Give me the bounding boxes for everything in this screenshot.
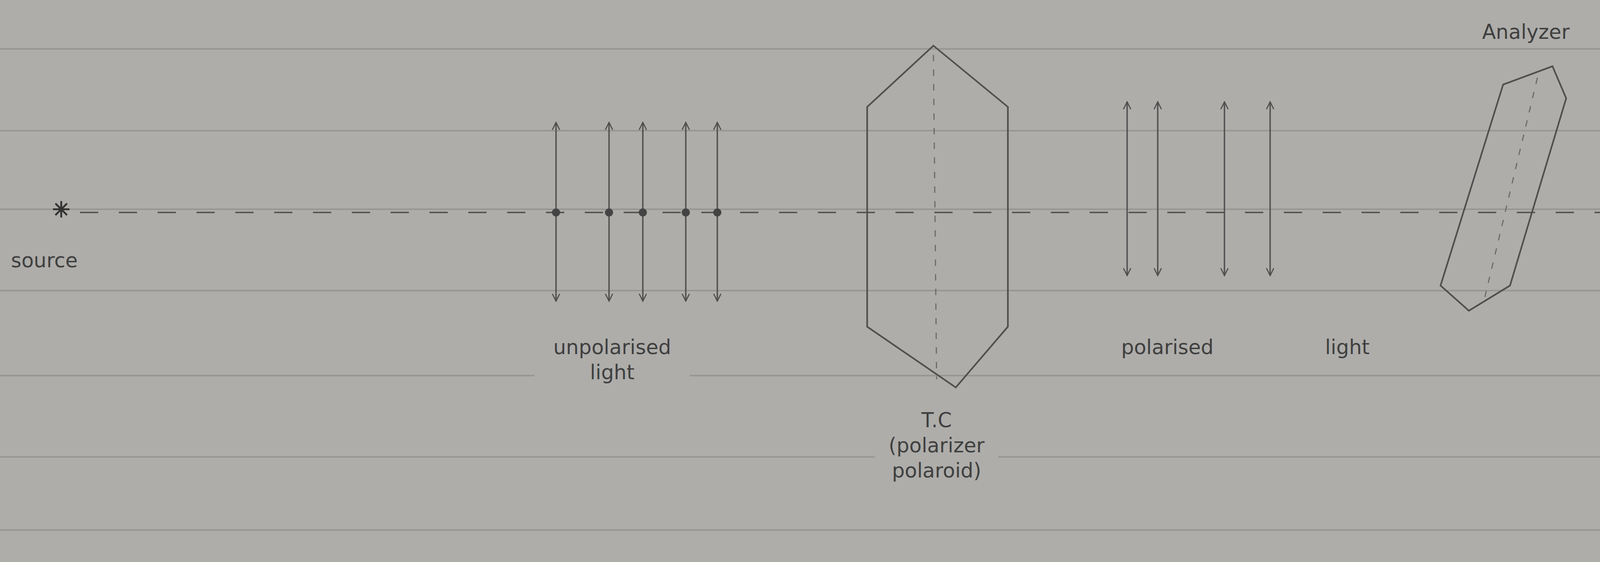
polarizer-node: T.C (polarizer polaroid) — [858, 41, 1015, 489]
vibration-dot — [551, 208, 561, 217]
vibration-dot — [638, 208, 647, 217]
ruled-line — [0, 529, 1600, 531]
light-label: unpolarised light — [534, 333, 690, 386]
source-label: source — [9, 246, 80, 274]
ruled-line — [0, 290, 1600, 292]
vibration-dot — [713, 208, 722, 217]
vibration-arrow — [1157, 101, 1159, 276]
ruled-line — [0, 375, 1600, 377]
ruled-line — [0, 48, 1600, 50]
vibration-arrow — [1269, 101, 1272, 276]
ruled-line — [0, 208, 1600, 211]
analyzer-node: Analyzer — [1430, 18, 1595, 320]
ruled-line — [0, 456, 1600, 458]
vibration-dot — [604, 208, 614, 217]
ruled-line — [0, 130, 1600, 132]
node-label: T.C (polarizer polaroid) — [874, 406, 999, 484]
vibration-arrow — [1223, 101, 1226, 276]
source-star — [52, 201, 70, 218]
vibration-dot — [681, 208, 690, 217]
analyzer-crystal — [1430, 18, 1595, 320]
vibration-arrow — [1126, 101, 1129, 276]
optical-axis — [79, 211, 1600, 214]
node-label: Analyzer — [1480, 18, 1572, 46]
light-label: polarised light — [1119, 333, 1372, 361]
